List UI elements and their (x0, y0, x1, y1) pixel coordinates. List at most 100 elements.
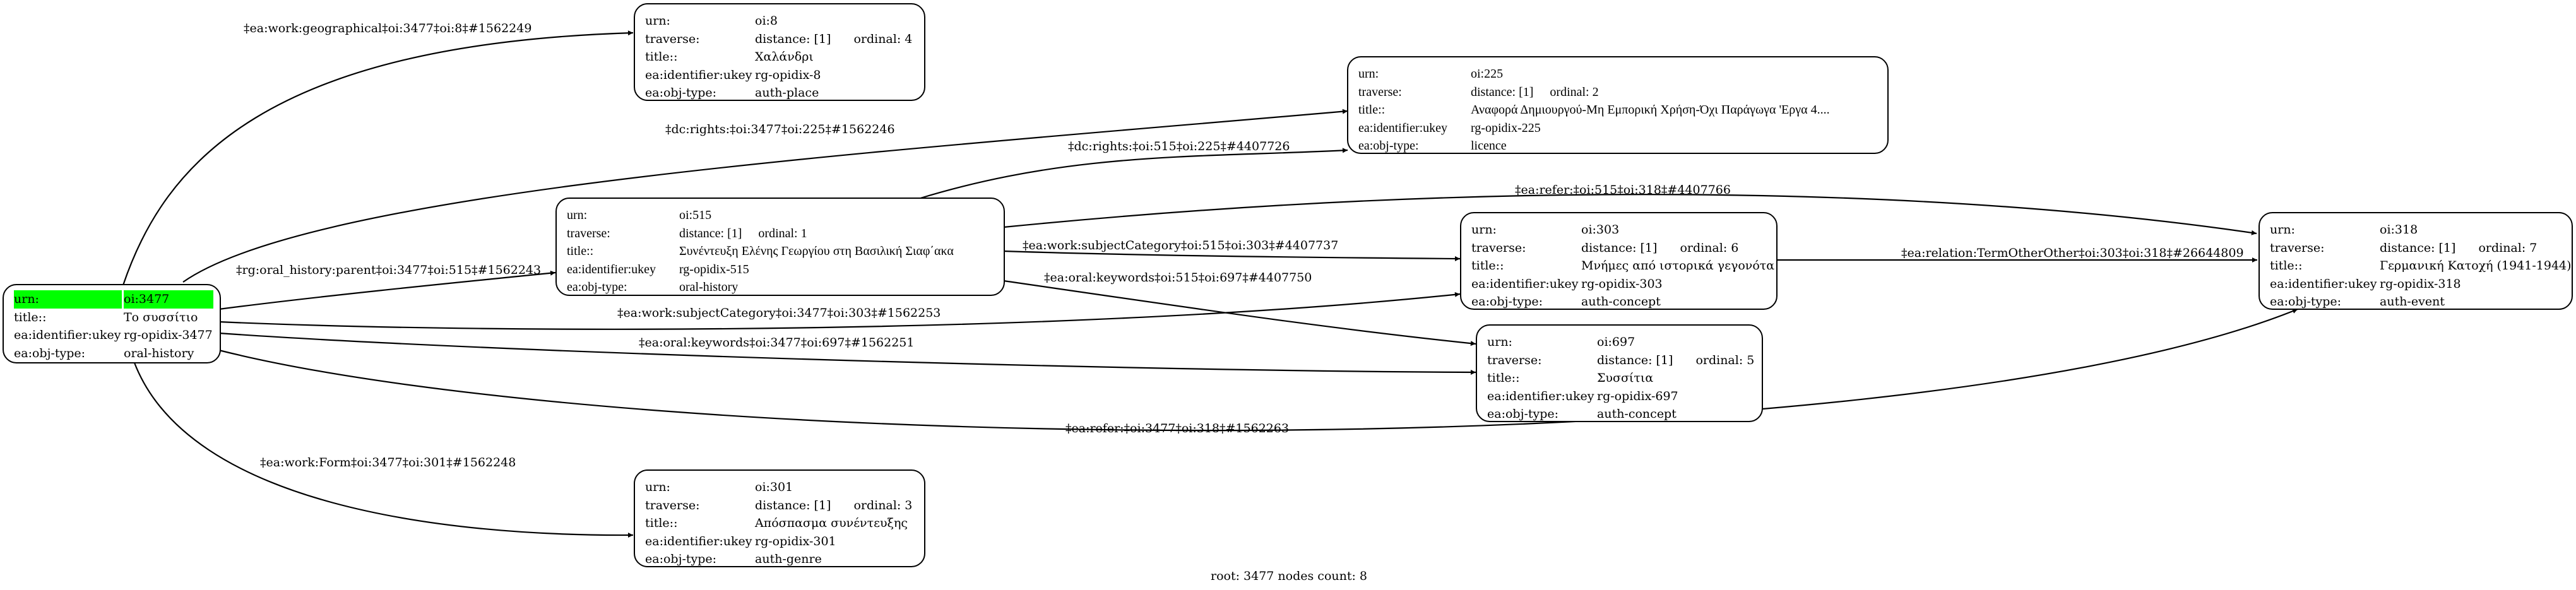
field-key: ea:obj-type: (567, 280, 627, 294)
field-value: oi:8 (755, 14, 778, 28)
field-value: auth-concept (1581, 295, 1661, 309)
field-value: Αναφορά Δημιουργού-Μη Εμπορική Χρήση-Όχι… (1471, 103, 1830, 117)
field-key: ea:obj-type: (2270, 295, 2342, 309)
field-value: rg-opidix-303 (1581, 276, 1663, 291)
field-value: rg-opidix-8 (755, 68, 821, 82)
field-value: oi:225 (1471, 67, 1504, 81)
node-oi-515[interactable]: urn:oi:515 traverse:distance: [1]ordinal… (555, 198, 1005, 296)
field-value: oi:515 (679, 208, 712, 222)
edge-label: ‡ea:oral:keywords‡oi:3477‡oi:697‡#156225… (639, 336, 915, 350)
node-row-objtype: ea:obj-type:oral-history (14, 345, 210, 363)
node-row-title: title::Αναφορά Δημιουργού-Μη Εμπορική Χρ… (1358, 101, 1877, 119)
field-key: ea:obj-type: (1358, 139, 1419, 153)
field-key: urn: (1471, 223, 1497, 237)
node-oi-3477[interactable]: urn:oi:3477 title::Το συσσίτιο ea:identi… (3, 284, 221, 363)
field-key: urn: (567, 208, 588, 222)
field-value: rg-opidix-3477 (124, 328, 213, 342)
node-oi-8[interactable]: urn: oi:8 traverse: distance: [1] ordinal: … (634, 3, 925, 101)
edge-3477-225 (182, 109, 1348, 283)
field-key: traverse: (645, 498, 700, 512)
field-key: ea:identifier:ukey (14, 328, 121, 342)
edge-label: ‡ea:refer:‡oi:515‡oi:318‡#4407766 (1515, 183, 1731, 197)
field-value: Γερμανική Κατοχή (1941-1944) (2380, 259, 2572, 273)
edge-label: ‡ea:oral:keywords‡oi:515‡oi:697‡#4407750 (1044, 271, 1312, 285)
field-value: Μνήμες από ιστορικά γεγονότα (1581, 259, 1775, 273)
field-key: urn: (645, 14, 670, 28)
field-value: rg-opidix-697 (1597, 389, 1678, 403)
edge-515-318 (1003, 194, 2257, 235)
field-key: traverse: (645, 32, 700, 46)
field-ordinal: ordinal: 4 (853, 32, 913, 46)
node-oi-303[interactable]: urn: oi:303 traverse: distance: [1] ordinal… (1460, 212, 1778, 310)
node-oi-318[interactable]: urn:oi:318 traverse:distance: [1]ordinal… (2258, 212, 2573, 310)
edge-515-225 (918, 148, 1348, 200)
node-row-urn: urn: oi:515 (567, 206, 994, 225)
field-value: oral-history (679, 280, 739, 294)
node-row-objtype: ea:obj-type:auth-event (2270, 293, 2561, 311)
node-row-title: title::Μνήμες από ιστορικά γεγονότα (1471, 257, 1774, 275)
field-key: ea:obj-type: (645, 552, 717, 566)
node-row-urn: urn: oi:225 (1358, 65, 1877, 83)
field-key: title:: (14, 310, 47, 324)
field-value: oi:318 (2380, 223, 2418, 237)
node-row-title: title::Απόσπασμα συνέντευξης (645, 514, 914, 533)
node-row-traverse: traverse:distance: [1]ordinal: 2 (1358, 83, 1877, 102)
field-value: Το συσσίτιο (124, 310, 198, 324)
field-value: oi:697 (1597, 335, 1635, 349)
node-oi-301[interactable]: urn:oi:301 traverse:distance: [1]ordinal… (634, 469, 925, 567)
node-oi-225[interactable]: urn: oi:225 traverse:distance: [1]ordinal… (1347, 56, 1889, 154)
field-key: ea:identifier:ukey (2270, 276, 2377, 291)
field-key: traverse: (1358, 85, 1402, 99)
field-value: rg-opidix-318 (2380, 276, 2461, 291)
node-row-objtype: ea:obj-type: auth-genre (645, 550, 914, 569)
edge-label: ‡ea:work:Form‡oi:3477‡oi:301‡#1562248 (260, 456, 516, 469)
node-row-objtype: ea:obj-type:auth-concept (1487, 405, 1752, 423)
field-value: oi:303 (1581, 223, 1620, 237)
node-row-traverse: traverse: distance: [1] ordinal: 6 (1471, 239, 1766, 257)
node-row-traverse: traverse:distance: [1]ordinal: 3 (645, 497, 914, 515)
field-value: distance: [1] (755, 32, 831, 46)
field-key: urn: (1487, 335, 1512, 349)
field-key: ea:identifier:ukey (1487, 389, 1594, 403)
field-key: traverse: (567, 226, 610, 240)
edge-3477-515 (218, 270, 556, 310)
field-key: traverse: (1471, 240, 1526, 255)
field-value: rg-opidix-301 (755, 534, 836, 548)
node-row-title: title::Το συσσίτιο (14, 309, 210, 327)
field-value: auth-genre (755, 552, 822, 566)
field-ordinal: ordinal: 6 (1680, 240, 1739, 255)
edge-3477-318 (218, 308, 2298, 432)
field-value: Συνέντευξη Ελένης Γεωργίου στη Βασιλική … (679, 244, 954, 258)
field-ordinal: ordinal: 5 (1695, 353, 1755, 367)
field-key: traverse: (2270, 240, 2325, 255)
field-value: rg-opidix-225 (1471, 121, 1541, 135)
node-row-objtype: ea:obj-type: oral-history (567, 278, 994, 297)
edge-3477-8 (122, 30, 634, 286)
field-key: title:: (1358, 103, 1386, 117)
node-row-urn: urn:oi:318 (2270, 221, 2561, 239)
field-value: distance: [1] (1581, 240, 1658, 255)
node-row-traverse: traverse:distance: [1]ordinal: 5 (1487, 351, 1755, 370)
field-key: ea:obj-type: (1471, 295, 1543, 309)
field-key: urn: (1358, 67, 1379, 81)
node-row-objtype: ea:obj-type:auth-place (645, 84, 914, 102)
node-row-objtype: ea:obj-type: licence (1358, 137, 1877, 155)
edge-label: ‡ea:work:subjectCategory‡oi:515‡oi:303‡#… (1023, 239, 1339, 252)
field-value: licence (1471, 139, 1507, 153)
node-row-traverse: traverse: distance: [1] ordinal: 4 (645, 30, 914, 49)
edge-3477-301 (133, 362, 634, 538)
field-value: auth-concept (1597, 407, 1677, 421)
node-oi-697[interactable]: urn: oi:697 traverse:distance: [1]ordinal… (1476, 324, 1763, 422)
field-value: distance: [1] (2380, 240, 2456, 255)
field-key: title:: (645, 516, 678, 530)
node-row-title: title::Συνέντευξη Ελένης Γεωργίου στη Βα… (567, 242, 994, 261)
field-key: traverse: (1487, 353, 1542, 367)
edge-label: ‡ea:work:geographical‡oi:3477‡oi:8‡#1562… (244, 21, 532, 35)
